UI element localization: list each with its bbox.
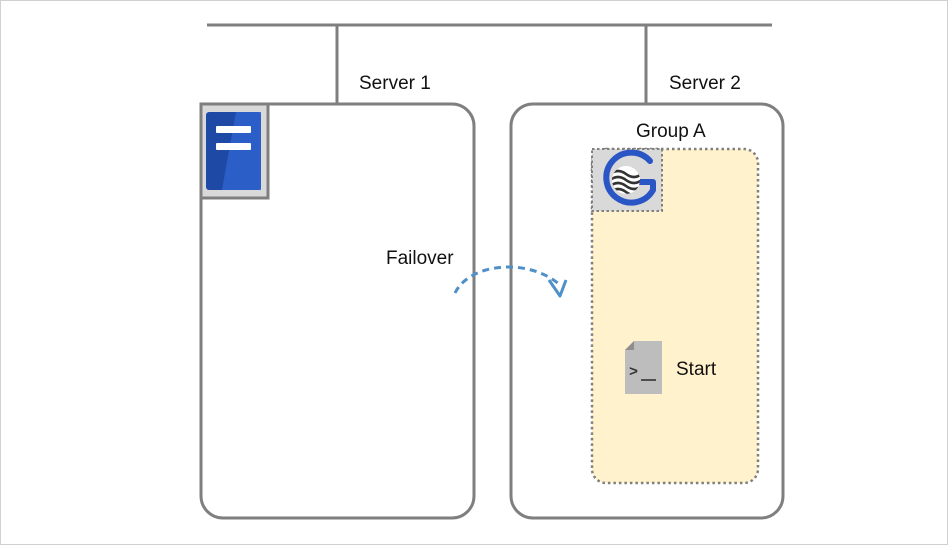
script-file-icon: > bbox=[625, 341, 662, 394]
failover-label: Failover bbox=[386, 248, 454, 269]
svg-text:>: > bbox=[629, 364, 638, 381]
server-2-label: Server 2 bbox=[669, 73, 741, 94]
server-status-icon bbox=[199, 102, 270, 200]
server-1-box bbox=[199, 102, 476, 520]
failover-arrow-icon bbox=[453, 265, 568, 298]
server-1-label: Server 1 bbox=[359, 73, 431, 94]
cluster-group-icon bbox=[591, 148, 663, 212]
group-a-label: Group A bbox=[636, 121, 706, 142]
group-a-area bbox=[590, 147, 760, 485]
script-start-label: Start bbox=[676, 359, 717, 380]
